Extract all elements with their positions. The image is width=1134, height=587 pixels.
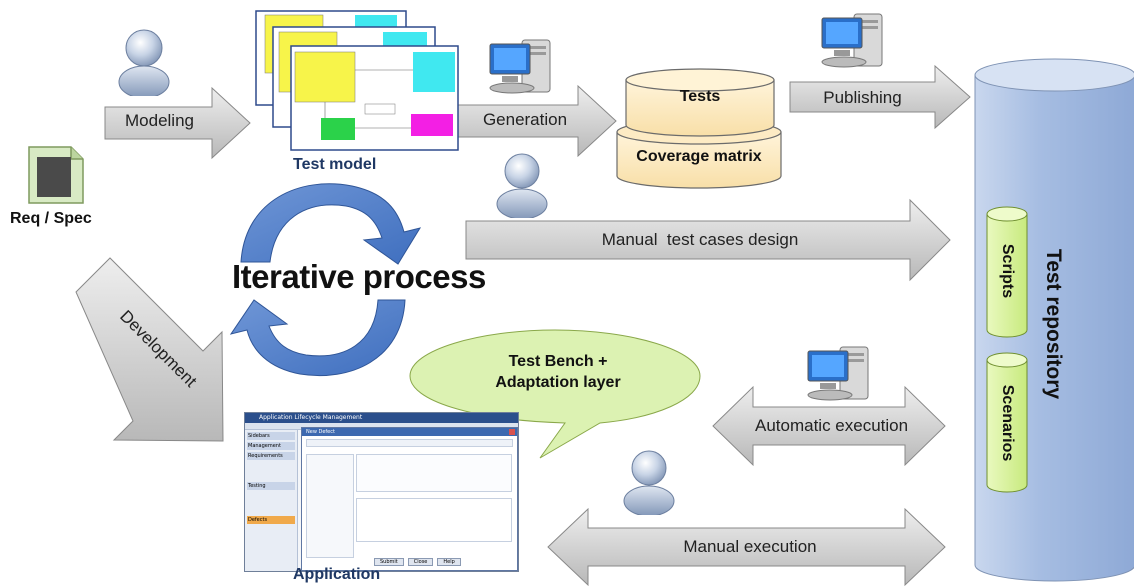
automatic-computer-icon	[807, 346, 869, 401]
scenarios-cylinder	[986, 352, 1028, 493]
scripts-cylinder	[986, 206, 1028, 338]
app-title-bar: Application Lifecycle Management	[245, 413, 518, 423]
app-menu-item[interactable]: Defects	[247, 516, 295, 524]
iterative-cycle-icon	[229, 183, 422, 377]
test-repository-label: Test repository	[1042, 248, 1065, 400]
generation-arrow	[457, 84, 617, 158]
app-dialog: New Defect Submit Close Help	[301, 427, 518, 571]
test-bench-callout	[409, 329, 701, 459]
iterative-process-label: Iterative process	[232, 258, 486, 295]
app-description-box	[356, 498, 512, 542]
test-model-label: Test model	[293, 156, 377, 173]
document-icon	[28, 146, 84, 204]
app-menu-item[interactable]: Sidebars	[247, 432, 295, 440]
coverage-matrix-label: Coverage matrix	[636, 148, 762, 165]
app-dialog-title: New Defect	[302, 428, 517, 436]
generation-label: Generation	[482, 110, 568, 129]
app-menu-item[interactable]: Management	[247, 442, 295, 450]
app-help-button[interactable]: Help	[437, 558, 461, 566]
app-form-fields	[356, 454, 512, 492]
manual-design-arrow	[465, 198, 951, 282]
tester-person-icon	[623, 450, 675, 515]
modeling-label: Modeling	[125, 111, 194, 130]
manual-design-label: Manual test cases design	[601, 230, 799, 249]
development-arrow	[75, 257, 224, 442]
close-icon[interactable]	[509, 429, 515, 435]
test-bench-label: Test Bench + Adaptation layer	[495, 353, 621, 391]
tests-cylinder	[625, 68, 775, 137]
generation-computer-icon	[489, 39, 551, 94]
application-label: Application	[293, 566, 381, 583]
app-menu-item[interactable]: Testing	[247, 482, 295, 490]
tests-label: Tests	[679, 88, 721, 105]
scenarios-label: Scenarios	[999, 384, 1016, 462]
publishing-arrow	[789, 64, 971, 130]
publishing-computer-icon	[821, 13, 883, 68]
automatic-execution-arrow	[712, 385, 946, 467]
app-toolbar	[306, 439, 513, 447]
modeling-arrow	[104, 86, 251, 160]
app-menu-item[interactable]: Requirements	[247, 452, 295, 460]
test-model-diagram	[255, 10, 459, 151]
designer-person-icon	[496, 153, 548, 218]
app-close-button[interactable]: Close	[407, 558, 434, 566]
publishing-label: Publishing	[823, 88, 902, 107]
manual-execution-label: Manual execution	[683, 537, 817, 556]
model-sheet-front	[290, 45, 459, 151]
app-submit-button[interactable]: Submit	[374, 558, 404, 566]
app-sidebar: Sidebars Management Requirements Testing…	[245, 430, 298, 571]
app-dialog-nav	[306, 454, 354, 558]
automatic-execution-label: Automatic execution	[755, 416, 909, 435]
req-spec-label: Req / Spec	[10, 210, 92, 227]
application-window: Application Lifecycle Management Sidebar…	[244, 412, 519, 572]
modeler-person-icon	[118, 29, 170, 96]
manual-execution-arrow	[547, 507, 946, 587]
scripts-label: Scripts	[999, 243, 1016, 299]
